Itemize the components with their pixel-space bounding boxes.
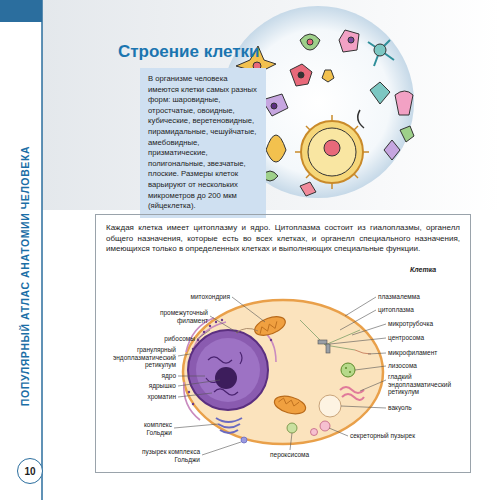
page-number: 10 (17, 458, 43, 484)
part-label: пероксисома (270, 451, 350, 459)
part-label: вакуоль (388, 404, 468, 412)
part-label: гранулярный эндоплазматический ретикулум (106, 346, 176, 369)
part-label: плазмалемма (378, 293, 458, 301)
nucleus (188, 330, 268, 410)
part-label: секреторный пузырек (350, 432, 440, 440)
corner-band (0, 0, 42, 22)
part-label: промежуточный филамент (148, 309, 208, 324)
header-background (42, 0, 500, 210)
part-label: микротрубочка (388, 320, 468, 328)
part-label: пузырек комплекса Гольджи (128, 448, 200, 463)
part-label: гладкий эндоплазматический ретикулум (388, 373, 460, 396)
part-label: центросома (388, 334, 468, 342)
figure-caption: Клетка (410, 266, 460, 274)
node-text: Каждая клетка имеет цитоплазму и ядро. Ц… (106, 223, 460, 255)
part-label: ядро (120, 372, 176, 380)
part-label: рибосомы (140, 335, 195, 343)
part-label: ядрышко (120, 382, 176, 390)
lysosome (341, 363, 355, 377)
vacuole (319, 395, 341, 417)
running-header: ПОПУЛЯРНЫЙ АТЛАС АНАТОМИИ ЧЕЛОВЕКА (19, 126, 31, 426)
part-label: комплекс Гольджи (122, 421, 172, 436)
info-box: В организме человека имеются клетки самы… (140, 68, 266, 218)
microtubules (236, 320, 371, 354)
part-label: цитоплазма (378, 306, 458, 314)
centrosome (318, 340, 330, 353)
golgi-vesicle (241, 437, 247, 443)
page-title: Строение клетки (118, 42, 260, 62)
part-label: микрофиламент (388, 349, 468, 357)
mitochondria (252, 313, 307, 417)
part-label: хроматин (120, 393, 176, 401)
smooth-er (340, 387, 364, 400)
plasma-membrane (183, 300, 383, 444)
secretory-vesicles (311, 421, 331, 436)
node-text: 10 (24, 466, 35, 477)
margin-rule (41, 0, 43, 500)
part-label: лизосома (388, 362, 468, 370)
node-text: В организме человека имеются клетки самы… (148, 74, 260, 212)
golgi-complex (216, 418, 242, 433)
cell-illustration (183, 300, 383, 444)
part-label: митохондрия (160, 293, 230, 301)
peroxisome (287, 423, 297, 433)
